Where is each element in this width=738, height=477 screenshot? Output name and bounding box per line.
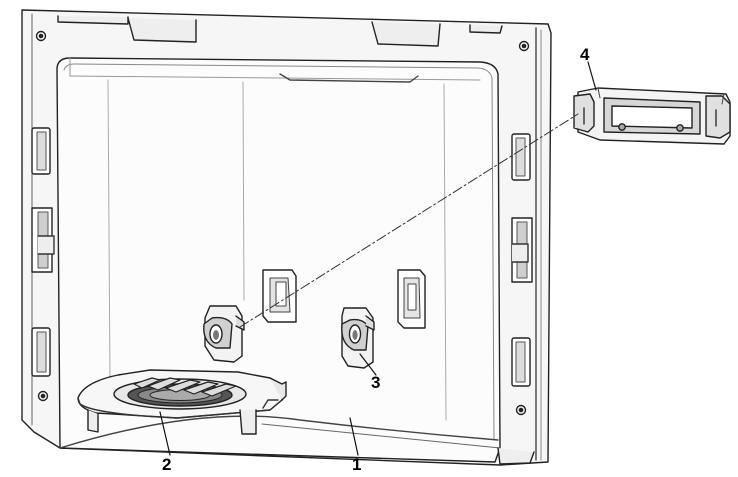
callout-3: 3: [371, 373, 381, 392]
clip-left: [203, 305, 245, 363]
wall-socket-left: [262, 269, 297, 323]
back-panel: [21, 9, 552, 466]
leader-4: [587, 61, 597, 91]
leader-3: [359, 353, 377, 376]
wall-socket-right: [397, 269, 426, 329]
assembly-line: [239, 113, 579, 328]
callout-2: 2: [162, 455, 172, 474]
leader-lines: [159, 61, 597, 456]
callout-4: 4: [580, 45, 590, 64]
callout-1: 1: [352, 455, 362, 474]
leader-1: [349, 417, 359, 456]
leader-2: [159, 411, 171, 456]
clip-right: [341, 307, 375, 369]
bracket-part: [573, 87, 731, 145]
floor-grate: [77, 369, 287, 435]
